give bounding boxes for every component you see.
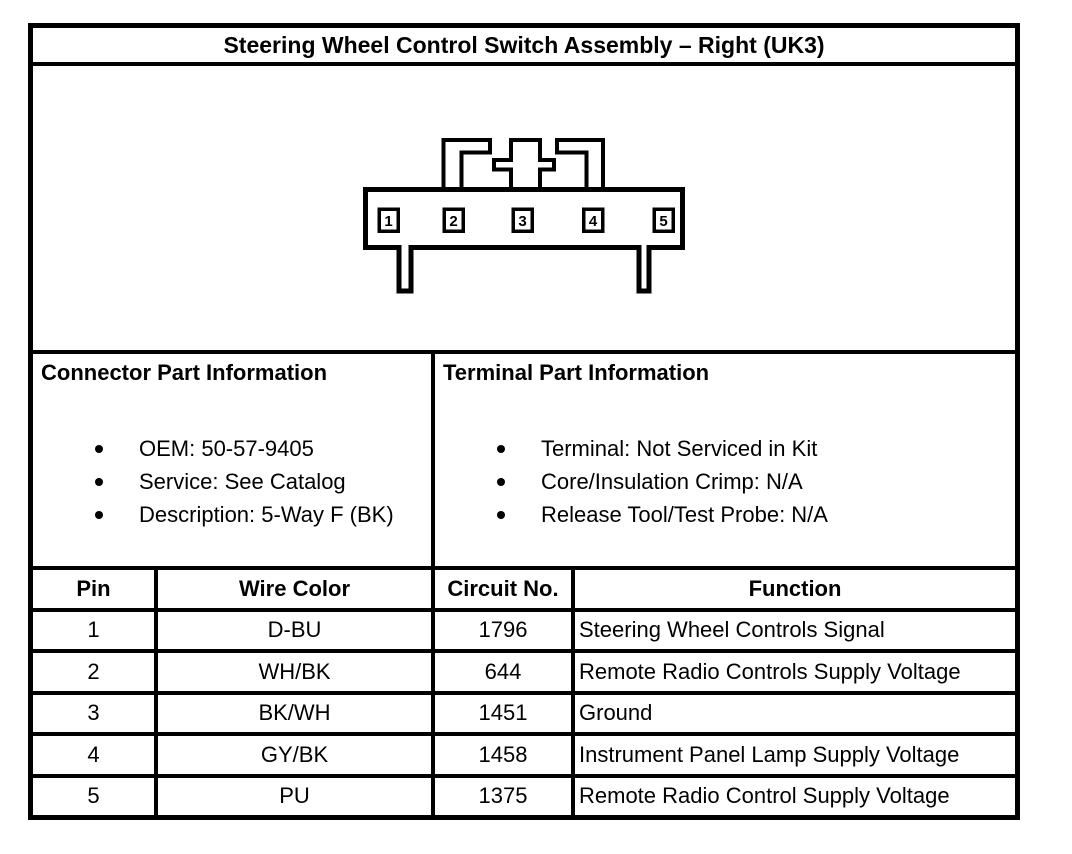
- pin-cell: 4: [33, 736, 154, 774]
- connector-key-cross: [492, 138, 556, 191]
- connector-part-info-list: OEM: 50-57-9405 Service: See Catalog Des…: [41, 432, 423, 531]
- bullet-icon: [497, 444, 505, 453]
- pinout-table: Pin Wire Color Circuit No. Function 1 D-…: [33, 570, 1015, 815]
- pin-box-1: [377, 207, 400, 233]
- list-item-text: Terminal: Not Serviced in Kit: [541, 436, 818, 461]
- list-item-text: Description: 5-Way F (BK): [139, 502, 394, 527]
- list-item-text: Core/Insulation Crimp: N/A: [541, 469, 803, 494]
- list-item: Description: 5-Way F (BK): [41, 498, 423, 531]
- pin-cell: 2: [33, 653, 154, 691]
- pin-cell: 1: [33, 611, 154, 649]
- pin-number: 5: [659, 213, 667, 230]
- connector-sheet: Steering Wheel Control Switch Assembly –…: [28, 23, 1020, 820]
- bullet-icon: [95, 477, 103, 486]
- wire-cell: PU: [158, 777, 431, 815]
- bullet-icon: [95, 444, 103, 453]
- connector-diagram: 1 2 3 4 5: [363, 138, 685, 294]
- pin-cell: 3: [33, 694, 154, 732]
- pin-number: 4: [589, 213, 598, 230]
- pin-number: 1: [384, 213, 392, 230]
- function-cell: Remote Radio Controls Supply Voltage: [575, 653, 1015, 691]
- column-header-pin: Pin: [33, 570, 154, 608]
- pin-box-2: [442, 207, 465, 233]
- function-cell: Remote Radio Control Supply Voltage: [575, 777, 1015, 815]
- wire-cell: D-BU: [158, 611, 431, 649]
- bullet-icon: [497, 477, 505, 486]
- list-item: Terminal: Not Serviced in Kit: [443, 432, 1007, 465]
- connector-part-info-heading: Connector Part Information: [41, 360, 328, 385]
- list-item: OEM: 50-57-9405: [41, 432, 423, 465]
- terminal-part-info-box: Terminal Part Information Terminal: Not …: [435, 354, 1015, 566]
- wire-cell: WH/BK: [158, 653, 431, 691]
- connector-diagram-area: 1 2 3 4 5: [33, 66, 1015, 354]
- circuit-cell: 1458: [435, 736, 571, 774]
- list-item-text: Release Tool/Test Probe: N/A: [541, 502, 828, 527]
- bullet-icon: [95, 510, 103, 519]
- circuit-cell: 1796: [435, 611, 571, 649]
- circuit-cell: 1375: [435, 777, 571, 815]
- wire-cell: GY/BK: [158, 736, 431, 774]
- column-header-function: Function: [575, 570, 1015, 608]
- pin-box-5: [652, 207, 675, 233]
- terminal-part-info-heading: Terminal Part Information: [443, 360, 710, 385]
- list-item-text: OEM: 50-57-9405: [139, 436, 314, 461]
- bullet-icon: [497, 510, 505, 519]
- function-cell: Steering Wheel Controls Signal: [575, 611, 1015, 649]
- pin-number: 3: [518, 213, 526, 230]
- connector-body-outline: [363, 187, 685, 294]
- page-title: Steering Wheel Control Switch Assembly –…: [33, 28, 1015, 66]
- column-header-wire: Wire Color: [158, 570, 431, 608]
- column-header-circuit: Circuit No.: [435, 570, 571, 608]
- connector-part-info-box: Connector Part Information OEM: 50-57-94…: [33, 354, 431, 566]
- part-information-row: Connector Part Information OEM: 50-57-94…: [33, 354, 1015, 570]
- wire-cell: BK/WH: [158, 694, 431, 732]
- pin-number: 2: [449, 213, 457, 230]
- pin-box-4: [581, 207, 605, 233]
- circuit-cell: 644: [435, 653, 571, 691]
- terminal-part-info-list: Terminal: Not Serviced in Kit Core/Insul…: [443, 432, 1007, 531]
- list-item: Core/Insulation Crimp: N/A: [443, 465, 1007, 498]
- circuit-cell: 1451: [435, 694, 571, 732]
- list-item: Service: See Catalog: [41, 465, 423, 498]
- pin-box-3: [511, 207, 534, 233]
- connector-key-left: [441, 138, 492, 191]
- list-item-text: Service: See Catalog: [139, 469, 346, 494]
- list-item: Release Tool/Test Probe: N/A: [443, 498, 1007, 531]
- function-cell: Ground: [575, 694, 1015, 732]
- pin-cell: 5: [33, 777, 154, 815]
- function-cell: Instrument Panel Lamp Supply Voltage: [575, 736, 1015, 774]
- connector-key-right: [555, 138, 605, 191]
